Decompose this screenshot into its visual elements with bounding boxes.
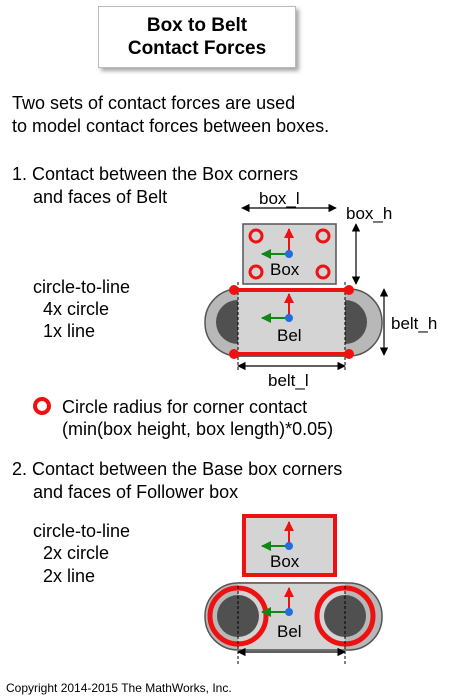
section1-item2: 1x line xyxy=(43,321,96,341)
title-line2: Contact Forces xyxy=(127,38,267,59)
box-corner-circle-bl xyxy=(248,264,264,280)
section2-heading1: 2. Contact between the Base box corners xyxy=(12,459,343,479)
belt-l-label: belt_l xyxy=(268,371,309,390)
base-frame-origin xyxy=(285,608,293,616)
box-label: Box xyxy=(270,260,300,279)
section1-method: circle-to-line xyxy=(33,277,131,297)
legend-line2: (min(box height, box length)*0.05) xyxy=(62,419,334,439)
copyright: Copyright 2014-2015 The MathWorks, Inc. xyxy=(6,681,232,695)
diagram1: box_l box_h Bel belt_h belt_l xyxy=(204,189,437,390)
box-corner-circle-tl xyxy=(248,228,264,244)
box-corner-circle-tr xyxy=(315,228,331,244)
section2-method: circle-to-line xyxy=(33,521,131,541)
legend-circle-icon xyxy=(33,397,51,415)
section2-item2: 2x line xyxy=(43,566,96,586)
box-frame-origin xyxy=(285,250,293,258)
belt-center-face xyxy=(238,289,345,356)
legend-line1: Circle radius for corner contact xyxy=(62,397,308,417)
base-belt-label: Bel xyxy=(277,622,302,641)
follower-frame-origin xyxy=(285,542,293,550)
section2-heading2: and faces of Follower box xyxy=(33,482,239,502)
section1-heading1: 1. Contact between the Box corners xyxy=(12,164,299,184)
belt-h-label: belt_h xyxy=(391,314,437,333)
section1-item1: 4x circle xyxy=(43,299,110,319)
section1-heading2: and faces of Belt xyxy=(33,187,168,207)
box-h-label: box_h xyxy=(346,204,392,223)
belt-frame-origin xyxy=(285,314,293,322)
diagram2: Bel Box xyxy=(204,514,383,664)
title-line1: Box to Belt xyxy=(146,15,248,36)
follower-box-label: Box xyxy=(270,552,300,571)
intro-line2: to model contact forces between boxes. xyxy=(12,116,330,136)
intro-line1: Two sets of contact forces are used xyxy=(12,93,296,113)
belt-label: Bel xyxy=(277,326,302,345)
box-corner-circle-br xyxy=(315,264,331,280)
section2-item1: 2x circle xyxy=(43,543,110,563)
title-box: Box to Belt Contact Forces xyxy=(98,6,296,68)
box-l-label: box_l xyxy=(259,189,300,208)
